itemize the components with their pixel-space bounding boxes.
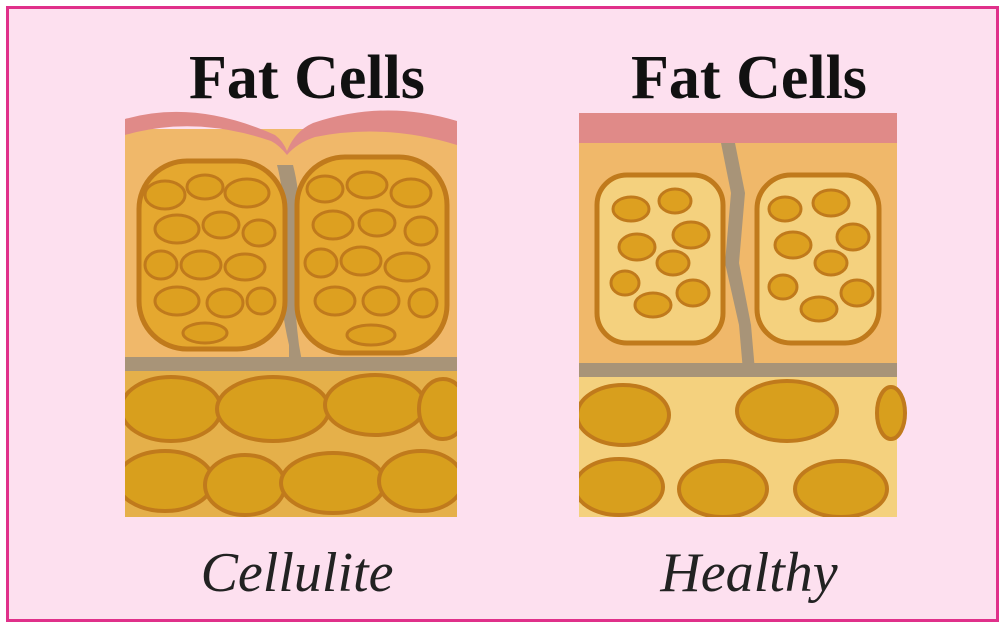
skin-layer bbox=[579, 113, 897, 143]
lower-fat-layer-cellulite bbox=[125, 371, 457, 517]
fibrous-septa-horizontal bbox=[579, 363, 897, 377]
cellulite-fat-cells-illustration bbox=[125, 105, 457, 517]
bulging-fat-lobule-left bbox=[139, 161, 285, 349]
healthy-fat-cells-illustration bbox=[579, 113, 909, 517]
lower-fat-layer-healthy bbox=[579, 377, 905, 517]
left-panel-title: Fat Cells bbox=[137, 47, 477, 109]
left-panel-caption: Cellulite bbox=[127, 545, 467, 601]
right-panel-caption: Healthy bbox=[579, 545, 919, 601]
right-panel-title: Fat Cells bbox=[579, 47, 919, 109]
diagram-frame: Fat Cells bbox=[6, 6, 999, 622]
fibrous-septa-horizontal bbox=[125, 357, 457, 371]
bulging-fat-lobule-right bbox=[297, 157, 447, 353]
healthy-fat-lobule-left bbox=[597, 175, 723, 343]
healthy-fat-lobule-right bbox=[757, 175, 879, 343]
